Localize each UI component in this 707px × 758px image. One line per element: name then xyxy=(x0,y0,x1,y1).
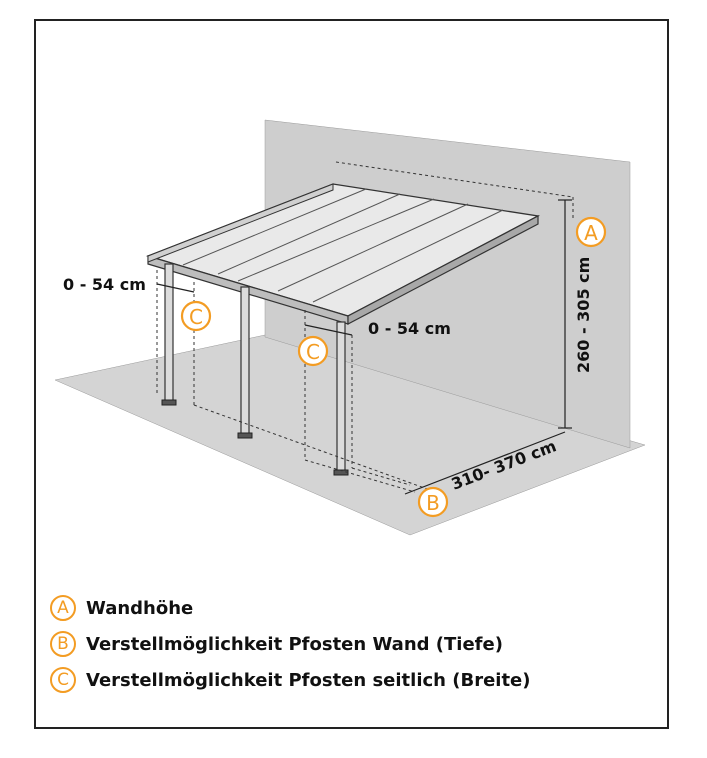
post-left xyxy=(164,263,174,403)
post-right xyxy=(336,321,346,473)
height-dimension xyxy=(558,199,572,429)
depth-guide-lines xyxy=(193,404,431,493)
legend-text-c: Verstellmöglichkeit Pfosten seitlich (Br… xyxy=(86,669,531,691)
legend-badge-c: C xyxy=(50,667,76,693)
badge-a: A xyxy=(575,216,607,248)
offset-arrow-right xyxy=(304,324,353,336)
carport-diagram: 0 - 54 cm 0 - 54 cm 260 - 305 cm 310- 37… xyxy=(54,119,646,536)
wall-guide-line xyxy=(335,161,574,198)
roof-side-edge xyxy=(347,215,539,325)
legend-text-a: Wandhöhe xyxy=(86,597,194,619)
roof-left-edge xyxy=(147,183,334,263)
legend: A Wandhöhe B Verstellmöglichkeit Pfosten… xyxy=(50,590,650,698)
badge-c-left: C xyxy=(180,300,212,332)
legend-badge-b: B xyxy=(50,631,76,657)
svg-text:C: C xyxy=(306,340,320,364)
depth-dimension xyxy=(404,431,566,495)
posts xyxy=(164,263,346,473)
svg-text:C: C xyxy=(189,305,203,329)
svg-text:A: A xyxy=(584,221,598,245)
legend-item-b: B Verstellmöglichkeit Pfosten Wand (Tief… xyxy=(50,626,650,662)
post-middle xyxy=(240,286,250,436)
offset-right-label: 0 - 54 cm xyxy=(368,319,451,338)
legend-item-a: A Wandhöhe xyxy=(50,590,650,626)
wall-height-label: 260 - 305 cm xyxy=(574,257,593,373)
legend-item-c: C Verstellmöglichkeit Pfosten seitlich (… xyxy=(50,662,650,698)
legend-text-b: Verstellmöglichkeit Pfosten Wand (Tiefe) xyxy=(86,633,503,655)
floor-plane xyxy=(54,334,646,536)
offset-left-label: 0 - 54 cm xyxy=(63,275,146,294)
offset-arrow-left xyxy=(156,283,195,293)
badge-b: B xyxy=(417,486,449,518)
roof-ribs xyxy=(182,188,504,303)
legend-badge-a: A xyxy=(50,595,76,621)
svg-text:B: B xyxy=(426,491,440,515)
badge-c-right: C xyxy=(297,335,329,367)
